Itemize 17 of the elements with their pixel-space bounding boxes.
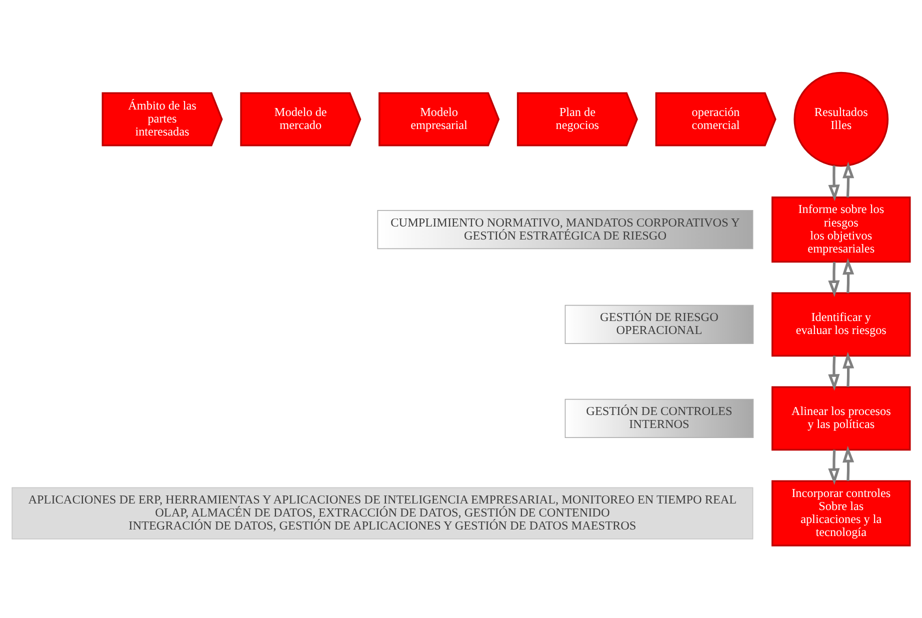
arrow	[828, 356, 840, 391]
arrow	[842, 352, 854, 387]
node-circle: Resultados Illes	[794, 72, 889, 167]
arrow	[842, 162, 854, 198]
node-box: CUMPLIMIENTO NORMATIVO, MANDATOS CORPORATIVOS Y GESTIÓN ESTRATÉGICA DE RIESGO	[377, 210, 754, 250]
arrow	[842, 446, 854, 481]
arrow	[828, 166, 840, 202]
arrow	[842, 258, 854, 294]
node-box: Alinear los procesos y las políticas	[772, 386, 911, 451]
node-box: APLICACIONES DE ERP, HERRAMIENTAS Y APLICACIONES DE INTELIGENCIA EMPRESARIAL, MONITOREO EN TIEMPO REAL OLAP, ALMACÉN DE DATOS, EXTRACCIÓN DE DATOS, GESTIÓN DE CONTENIDO INTEGRACIÓN DE DATOS, GESTIÓN DE APLICACIONES Y GESTIÓN DE DATOS MAESTROS	[12, 487, 754, 540]
node-box: Informe sobre los riesgos los objetivos empresariales	[772, 196, 911, 263]
node-box: GESTIÓN DE CONTROLES INTERNOS	[564, 398, 754, 438]
node-box: GESTIÓN DE RIESGO OPERACIONAL	[564, 304, 754, 344]
arrow	[828, 450, 840, 485]
arrow	[828, 262, 840, 297]
node-box: Incorporar controles Sobre las aplicaciones y la tecnología	[772, 480, 911, 546]
node-box: Identificar y evaluar los riesgos	[772, 292, 911, 357]
